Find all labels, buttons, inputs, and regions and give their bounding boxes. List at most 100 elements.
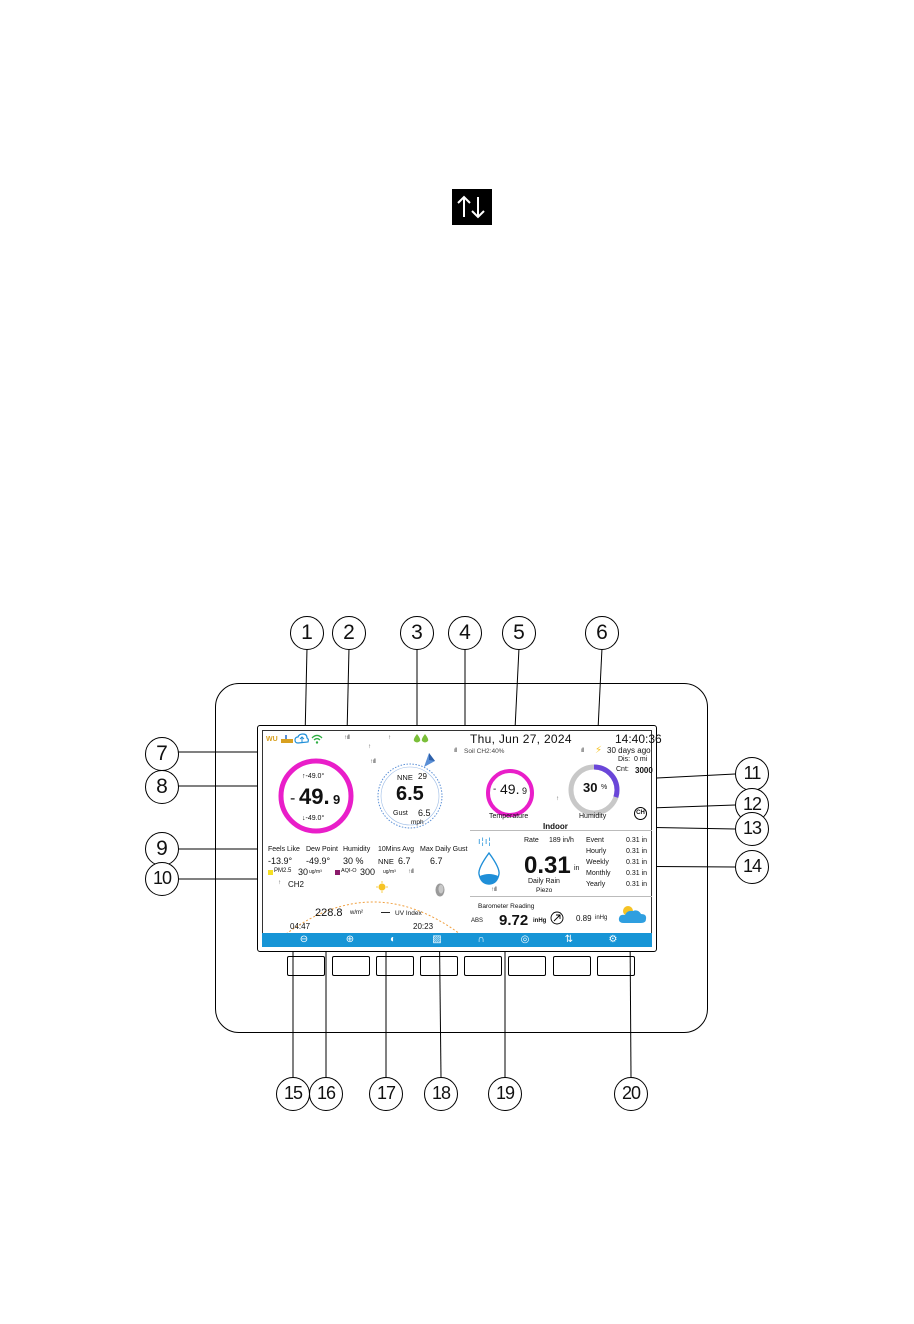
- lightning-ago: 30 days ago: [607, 746, 651, 755]
- hardware-button-6[interactable]: [508, 956, 546, 976]
- rain-monthly-label: Monthly: [586, 870, 611, 877]
- barometer-rel-unit: inHg: [595, 915, 608, 921]
- outdoor-temp-low: ↓-49.0°: [302, 815, 325, 822]
- rain-yearly-value: 0.31 in: [626, 881, 648, 888]
- signal-icon: ↑: [368, 744, 371, 750]
- sun-arc: [285, 901, 461, 935]
- dew-point-label: Dew Point: [306, 846, 338, 853]
- wind-arrow-icon: [424, 753, 435, 767]
- sunrise-time: 04:47: [290, 922, 311, 931]
- rain-rate-label: Rate: [524, 837, 539, 844]
- callout-1: 1: [290, 616, 324, 650]
- up-down-arrows-icon[interactable]: ⇅: [564, 934, 574, 945]
- channel-icon[interactable]: ◎: [520, 934, 530, 945]
- outdoor-temp-value: 49.: [299, 784, 330, 809]
- hardware-button-3[interactable]: [376, 956, 414, 976]
- hardware-button-2[interactable]: [332, 956, 370, 976]
- lightning-count-label: Cnt:: [616, 766, 629, 773]
- hardware-button-1[interactable]: [287, 956, 325, 976]
- uv-value: —: [381, 907, 390, 917]
- callout-3: 3: [400, 616, 434, 650]
- avg-wind-label: 10Mins Avg: [378, 846, 415, 853]
- trend-arrow-icon: [550, 911, 564, 925]
- callout-7: 7: [145, 737, 179, 771]
- rain-sensor: Piezo: [536, 887, 553, 894]
- pm-color-icon: [268, 870, 273, 875]
- indoor-temp-sign: -: [493, 784, 497, 795]
- rain-weekly-label: Weekly: [586, 859, 609, 866]
- callout-13: 13: [735, 812, 769, 846]
- indoor-humidity-unit: %: [601, 784, 608, 791]
- outdoor-temp-sign: -: [290, 790, 296, 807]
- barometer-abs-value: 9.72: [499, 912, 529, 929]
- weather-cloud-icon: [618, 906, 647, 923]
- barometer-rel-value: 0.89: [576, 914, 592, 923]
- up-down-arrows-icon: [457, 195, 485, 219]
- sunset-time: 20:23: [413, 922, 434, 931]
- outdoor-temp-high: ↑-49.0°: [302, 773, 325, 780]
- barometer-abs-label: ABS: [471, 918, 484, 924]
- pm-unit: ug/m³: [309, 869, 322, 875]
- channel-button[interactable]: CH: [634, 807, 647, 820]
- callout-19: 19: [488, 1077, 522, 1111]
- cloud-upload-icon: [294, 733, 309, 744]
- drop-icon: [413, 734, 429, 743]
- hardware-button-8[interactable]: [597, 956, 635, 976]
- humidity-label: Humidity: [343, 846, 371, 853]
- hardware-button-5[interactable]: [464, 956, 502, 976]
- callout-15: 15: [276, 1077, 310, 1111]
- minus-icon[interactable]: ⊖: [299, 934, 309, 945]
- signal-icon: ↑: [556, 796, 559, 802]
- avg-wind-direction: NNE: [378, 857, 394, 866]
- rain-weekly-value: 0.31 in: [626, 859, 648, 866]
- solar-radiation: 228.8: [315, 907, 343, 919]
- settings-icon[interactable]: ⚙: [608, 934, 618, 945]
- pm-label: PM2.5: [274, 868, 292, 874]
- rain-divider: [470, 830, 652, 831]
- soil-moisture: Soil CH2:40%: [464, 748, 505, 755]
- wind-degrees: 29: [418, 772, 427, 781]
- rain-drop-icon: [478, 851, 500, 885]
- max-gust-label: Max Daily Gust: [420, 846, 468, 853]
- solar-radiation-unit: w/m²: [350, 910, 363, 916]
- callout-8: 8: [145, 770, 179, 804]
- gust-label: Gust: [393, 810, 408, 817]
- lightning-distance-label: Dis:: [618, 756, 631, 763]
- indoor-humidity-label: Humidity: [579, 813, 607, 820]
- contrast-icon[interactable]: ◐: [389, 934, 397, 945]
- gust-value: 6.5: [418, 808, 431, 818]
- max-gust-value: 6.7: [430, 856, 443, 866]
- dew-point-value: -49.9°: [306, 856, 331, 866]
- indoor-label: Indoor: [543, 822, 568, 831]
- feels-like-value: -13.9°: [268, 856, 293, 866]
- callout-6: 6: [585, 616, 619, 650]
- air-channel: CH2: [288, 880, 305, 889]
- callout-20: 20: [614, 1077, 648, 1111]
- indoor-temp-label: Temperature: [489, 813, 529, 820]
- lightning-distance: 0 mi: [634, 756, 648, 763]
- headphones-icon[interactable]: ∩: [477, 934, 485, 945]
- aqi-value: 300: [360, 867, 376, 877]
- callout-16: 16: [309, 1077, 343, 1111]
- indoor-temp-value: 49.: [500, 781, 520, 797]
- humidity-value: 30 %: [343, 856, 364, 866]
- plus-icon[interactable]: ⊕: [345, 934, 355, 945]
- callout-11: 11: [735, 757, 769, 791]
- signal-icon: ıll: [581, 748, 584, 754]
- rain-monthly-value: 0.31 in: [626, 870, 648, 877]
- uv-label: UV Index: [395, 910, 422, 917]
- outdoor-temp-ring: [278, 758, 354, 834]
- indoor-temp-ring: [486, 769, 534, 817]
- signal-icon: ↑ıll: [408, 869, 414, 875]
- wind-unit: mph: [411, 819, 424, 826]
- image-icon[interactable]: ▨: [432, 934, 442, 945]
- rain-event-label: Event: [586, 837, 604, 844]
- feels-like-label: Feels Like: [268, 846, 300, 853]
- rain-event-value: 0.31 in: [626, 837, 648, 844]
- hardware-button-4[interactable]: [420, 956, 458, 976]
- indoor-humidity-value: 30: [583, 780, 598, 795]
- date-label: Thu, Jun 27, 2024: [470, 732, 572, 746]
- hardware-button-7[interactable]: [553, 956, 591, 976]
- callout-14: 14: [735, 850, 769, 884]
